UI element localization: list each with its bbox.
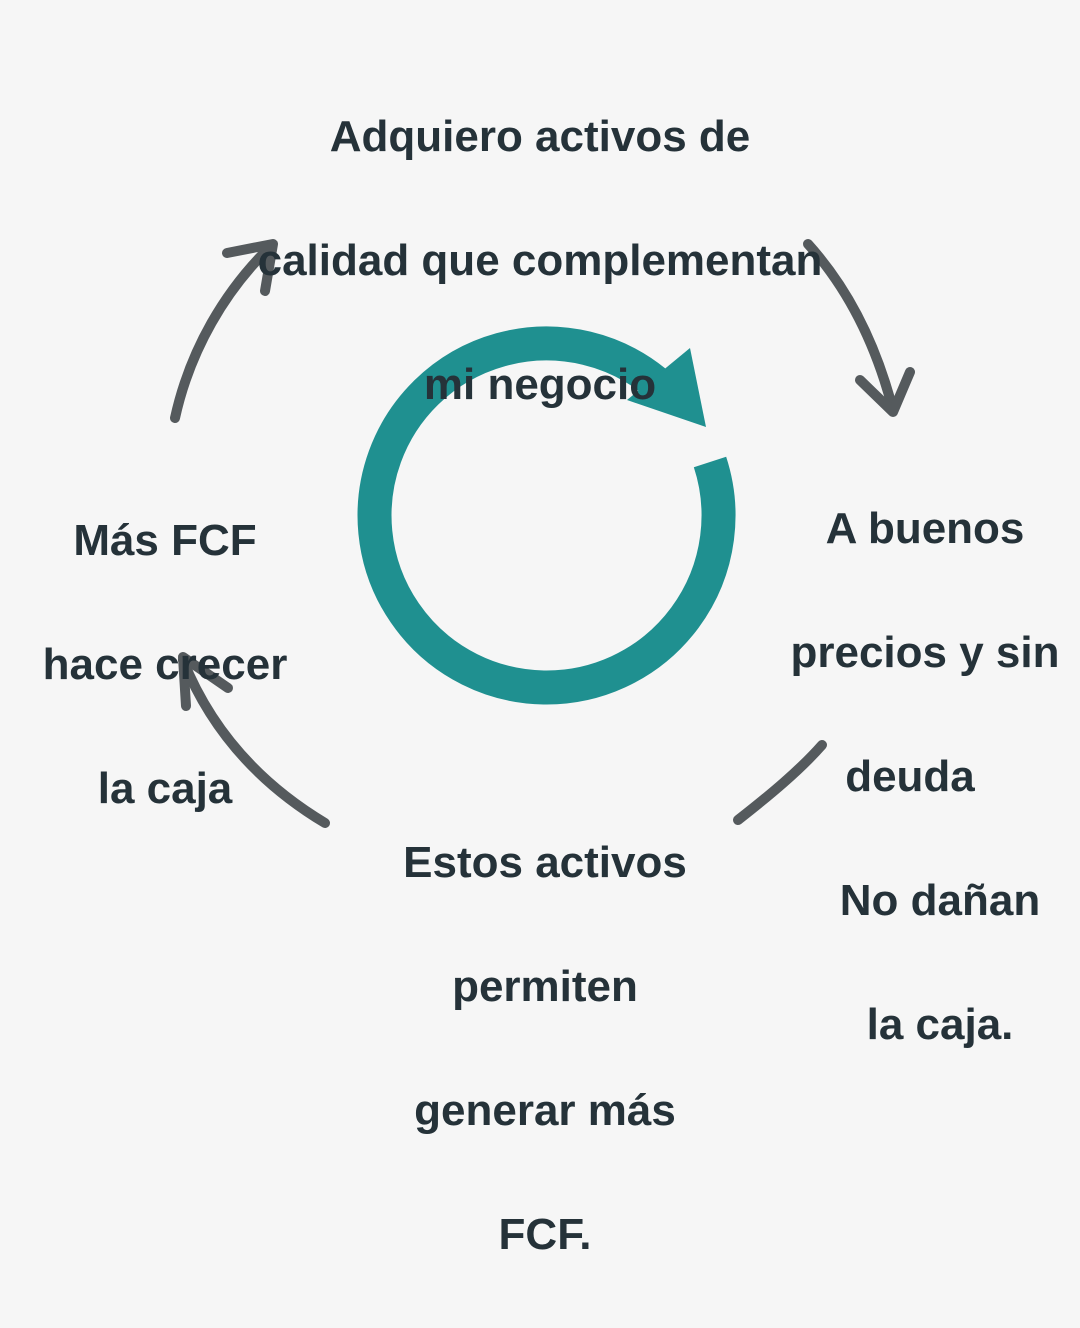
- step-top-text: Adquiero activos de calidad que compleme…: [180, 44, 900, 478]
- step-bottom-line-1: Estos activos: [403, 838, 687, 887]
- step-top-line-3: mi negocio: [423, 360, 657, 409]
- step-right-line-4: No dañan: [839, 876, 1041, 925]
- arrow-right-to-bottom: [733, 740, 827, 825]
- center-cycle-icon: [357, 326, 736, 705]
- step-left-line-2: hace crecer: [42, 640, 288, 689]
- step-bottom-line-4: FCF.: [498, 1210, 592, 1259]
- center-cycle-arrowhead: [627, 348, 706, 427]
- step-top-line-1: Adquiero activos de: [329, 112, 751, 161]
- step-left-text: Más FCF hace crecer la caja: [10, 448, 320, 882]
- cycle-diagram: [170, 239, 915, 828]
- step-bottom-line-3: generar más: [414, 1086, 676, 1135]
- step-right-line-2: precios y sin: [790, 628, 1060, 677]
- step-top-line-2: calidad que complementan: [257, 236, 823, 285]
- center-cycle-ring: [357, 326, 736, 705]
- step-left-line-1: Más FCF: [73, 516, 257, 565]
- arrow-top-to-right: [803, 239, 915, 417]
- arrow-bottom-to-left: [178, 652, 330, 828]
- step-right-line-1: A buenos: [825, 504, 1025, 553]
- step-right-line-3: deuda: [845, 752, 975, 801]
- step-bottom-line-2: permiten: [452, 962, 638, 1011]
- step-right-text: A buenos precios y sin deuda No dañan la…: [770, 436, 1080, 1118]
- step-bottom-text: Estos activos permiten generar más FCF.: [345, 770, 745, 1328]
- arrow-left-to-top: [170, 239, 278, 423]
- step-left-line-3: la caja: [97, 764, 233, 813]
- step-right-line-5: la caja.: [866, 1000, 1014, 1049]
